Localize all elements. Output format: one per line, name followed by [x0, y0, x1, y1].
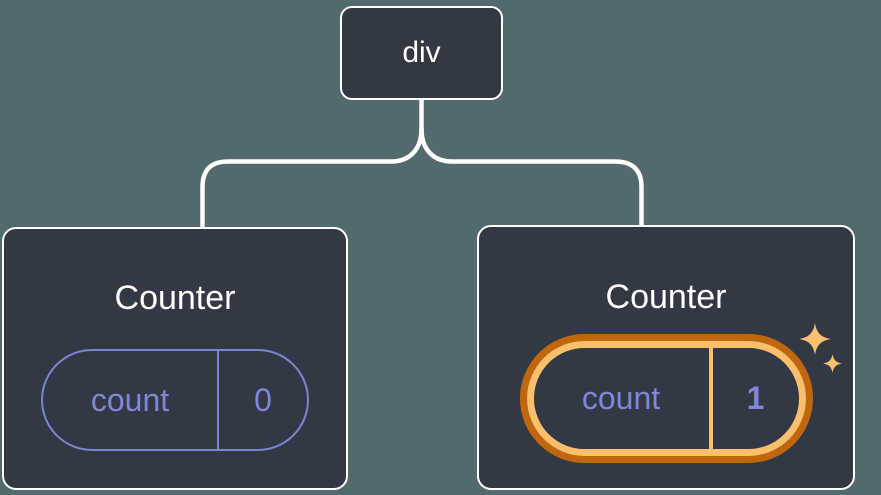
state-value: 0: [217, 351, 307, 449]
state-key-label: count: [581, 380, 661, 416]
state-pill: count 0: [41, 349, 309, 451]
root-node-label: div: [402, 36, 441, 69]
counter-title: Counter: [114, 279, 236, 317]
state-key-label: count: [90, 381, 170, 418]
root-node-div: div: [340, 6, 503, 100]
counter-title: Counter: [605, 278, 727, 316]
counter-node-left: Counter count 0: [2, 227, 348, 490]
sparkles-icon: [823, 354, 842, 373]
state-value: 1: [708, 348, 799, 449]
state-pill-highlighted: count 1: [526, 341, 806, 456]
counter-node-right: Counter count 1: [477, 225, 855, 490]
state-pill-highlight-ring: count 1: [519, 334, 813, 463]
sparkles-icon: [799, 323, 831, 355]
